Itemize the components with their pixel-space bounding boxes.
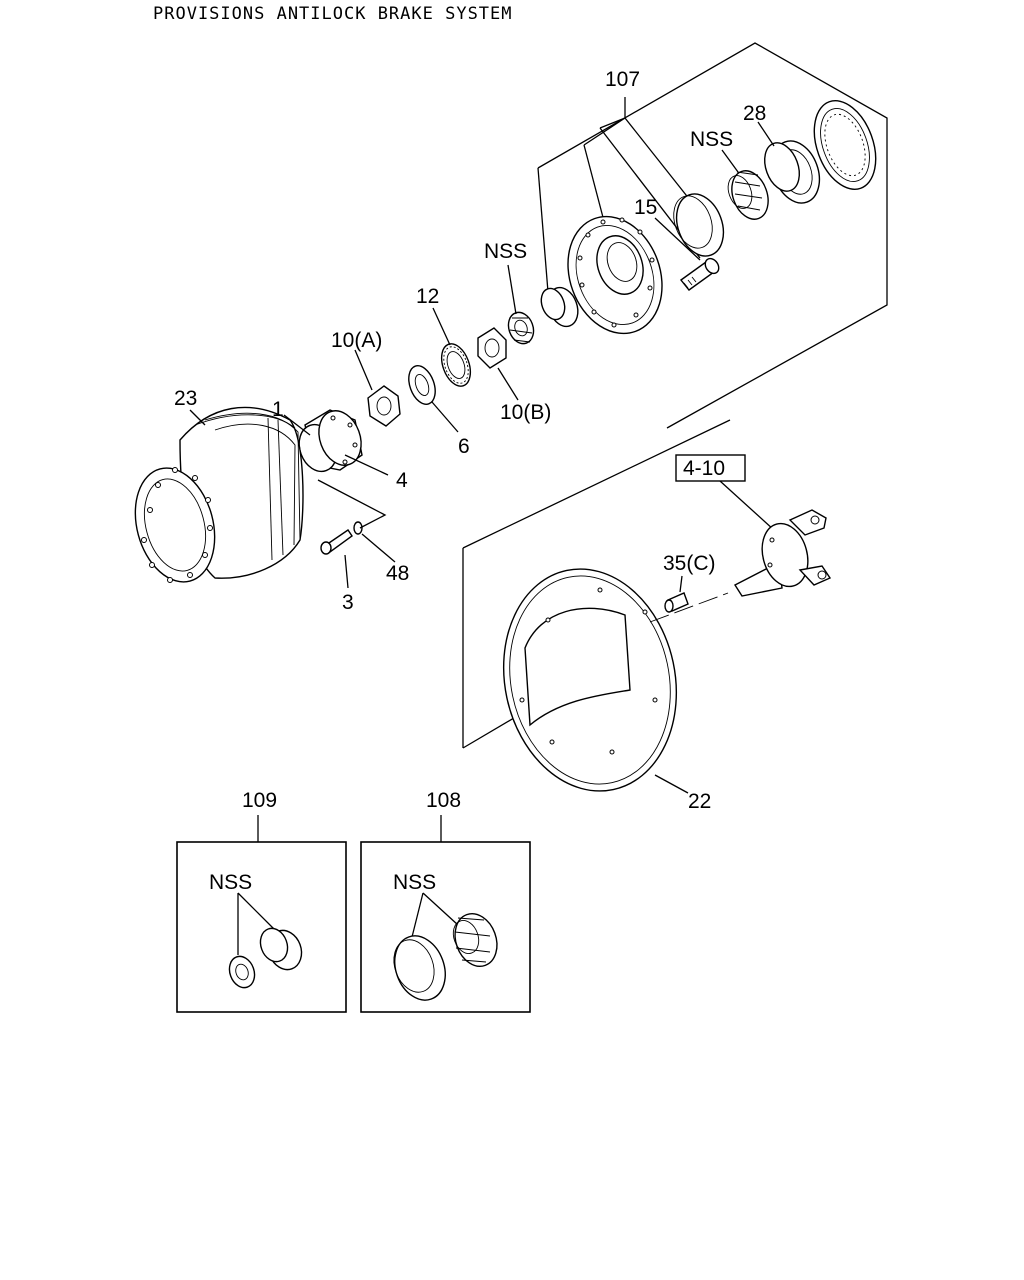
part-28-seal [757, 121, 821, 204]
assembly-107-bracket [537, 42, 888, 429]
bearing-cup-large [673, 193, 725, 257]
part-22-dust-shield [462, 419, 731, 794]
part-10b-nut [477, 327, 519, 401]
bearing-cone-inner [507, 264, 535, 345]
bearing-cone-top [721, 149, 769, 220]
kit-108-box [360, 815, 531, 1013]
part-6-washer [408, 365, 459, 433]
callout-10a: 10(A) [331, 329, 382, 352]
callout-109: 109 [242, 789, 277, 812]
callout-6: 6 [458, 435, 470, 458]
callout-12: 12 [416, 285, 439, 308]
callout-nss-108: NSS [393, 871, 436, 894]
part-23-brake-drum [134, 406, 304, 583]
callout-23: 23 [174, 387, 197, 410]
callout-22: 22 [688, 790, 711, 813]
part-15-wheel-stud [654, 217, 720, 291]
callout-48: 48 [386, 562, 409, 585]
wheel-hub-flange [567, 215, 663, 335]
callout-nss-mid: NSS [484, 240, 527, 263]
callout-107: 107 [605, 68, 640, 91]
part-48-washer [317, 479, 396, 563]
callout-108: 108 [426, 789, 461, 812]
callout-nss-top: NSS [690, 128, 733, 151]
callout-35c: 35(C) [663, 552, 716, 575]
callout-15: 15 [634, 196, 657, 219]
callout-10b: 10(B) [500, 401, 551, 424]
callout-nss-109: NSS [209, 871, 252, 894]
callout-28: 28 [743, 102, 766, 125]
part-3-bolt [320, 529, 353, 589]
steering-knuckle-4-10 [675, 454, 832, 597]
kit-109-box [176, 815, 347, 1013]
callout-1: 1 [272, 398, 284, 421]
callout-3: 3 [342, 591, 354, 614]
diagram-title: PROVISIONS ANTILOCK BRAKE SYSTEM [153, 4, 513, 24]
bearing-cup-small [540, 286, 579, 328]
part-35c-bolt [664, 575, 689, 613]
callout-4: 4 [396, 469, 408, 492]
abs-tone-ring [813, 100, 877, 190]
part-12-lock-washer [432, 307, 472, 387]
callout-4-10: 4-10 [683, 457, 725, 480]
part-10a-nut [354, 349, 401, 427]
